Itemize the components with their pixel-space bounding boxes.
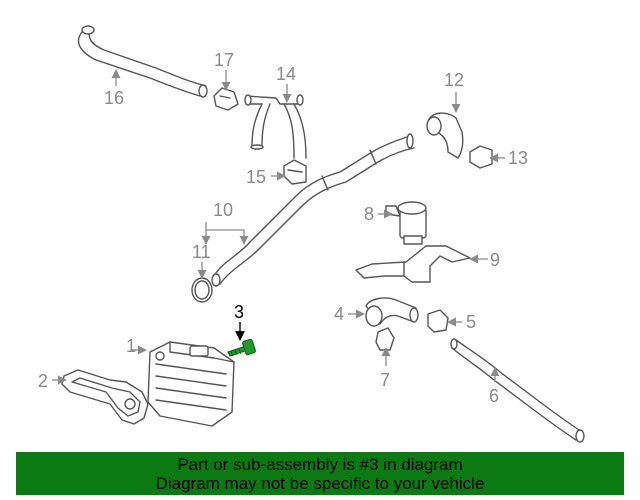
label-14: 14 [276, 64, 296, 84]
part-8-pump [385, 201, 427, 245]
part-4-elbow [365, 297, 419, 327]
diagram-notice-banner: Part or sub-assembly is #3 in diagram Di… [16, 452, 624, 495]
part-16-hose [77, 25, 208, 98]
part-7-clamp [375, 327, 395, 351]
label-15: 15 [246, 167, 266, 187]
label-3: 3 [234, 302, 244, 322]
part-17-clamp [213, 87, 239, 111]
part-12-fitting [426, 112, 464, 159]
label-11: 11 [192, 242, 211, 262]
label-5: 5 [466, 312, 476, 332]
label-6: 6 [489, 386, 499, 406]
label-1: 1 [126, 336, 136, 356]
leader-lines [52, 69, 505, 385]
label-8: 8 [364, 204, 374, 224]
notice-part-line: Part or sub-assembly is #3 in diagram [177, 455, 463, 474]
part-1-oil-cooler [147, 341, 235, 427]
part-2-gasket [61, 369, 149, 425]
part-9-bracket [355, 245, 471, 283]
part-5-clamp [427, 309, 449, 333]
label-17: 17 [214, 50, 234, 70]
callout-labels: 1 2 3 4 5 6 7 8 9 10 11 12 13 14 15 16 1… [38, 50, 528, 406]
part-6-hose [450, 338, 585, 443]
label-7: 7 [380, 370, 390, 390]
part-13-clamp [469, 145, 493, 169]
notice-disclaimer-line: Diagram may not be specific to your vehi… [155, 474, 485, 493]
part-11-o-ring [191, 277, 213, 303]
label-2: 2 [38, 371, 48, 391]
part-10-pipe [211, 133, 415, 287]
label-13: 13 [508, 148, 528, 168]
part-15-clamp [283, 159, 307, 185]
label-10: 10 [213, 200, 233, 220]
part-14-hose [244, 94, 307, 159]
label-16: 16 [104, 88, 124, 108]
label-4: 4 [334, 304, 344, 324]
part-3-bolt [227, 338, 256, 357]
label-12: 12 [444, 70, 464, 90]
label-9: 9 [490, 250, 500, 270]
